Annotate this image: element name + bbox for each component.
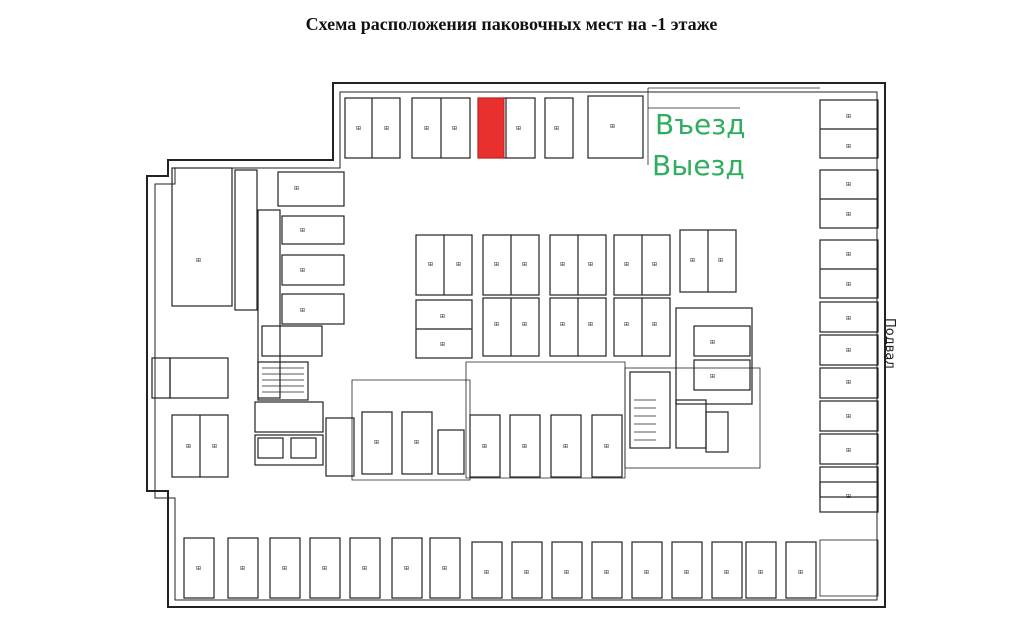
exit-label: Выезд bbox=[652, 149, 745, 182]
svg-text:⊞: ⊞ bbox=[522, 321, 527, 328]
svg-text:⊞: ⊞ bbox=[428, 261, 433, 268]
svg-text:⊞: ⊞ bbox=[604, 569, 609, 576]
basement-label: Подвал bbox=[882, 318, 897, 369]
svg-text:⊞: ⊞ bbox=[196, 565, 201, 572]
svg-text:⊞: ⊞ bbox=[846, 281, 851, 288]
svg-text:⊞: ⊞ bbox=[846, 251, 851, 258]
svg-text:⊞: ⊞ bbox=[624, 261, 629, 268]
svg-text:⊞: ⊞ bbox=[684, 569, 689, 576]
svg-text:⊞: ⊞ bbox=[414, 439, 419, 446]
svg-text:⊞: ⊞ bbox=[624, 321, 629, 328]
svg-text:⊞: ⊞ bbox=[846, 315, 851, 322]
svg-text:⊞: ⊞ bbox=[718, 257, 723, 264]
svg-text:⊞: ⊞ bbox=[846, 181, 851, 188]
left-rooms bbox=[151, 167, 345, 478]
svg-text:⊞: ⊞ bbox=[563, 443, 568, 450]
svg-text:⊞: ⊞ bbox=[374, 439, 379, 446]
svg-text:⊞: ⊞ bbox=[758, 569, 763, 576]
svg-text:⊞: ⊞ bbox=[564, 569, 569, 576]
svg-text:⊞: ⊞ bbox=[724, 569, 729, 576]
svg-text:⊞: ⊞ bbox=[690, 257, 695, 264]
entry-ramp bbox=[647, 87, 820, 165]
outer-wall bbox=[146, 82, 886, 608]
svg-text:⊞: ⊞ bbox=[442, 565, 447, 572]
svg-text:⊞: ⊞ bbox=[240, 565, 245, 572]
svg-text:⊞: ⊞ bbox=[494, 261, 499, 268]
svg-text:⊞: ⊞ bbox=[554, 125, 559, 132]
svg-text:⊞: ⊞ bbox=[798, 569, 803, 576]
svg-text:⊞: ⊞ bbox=[322, 565, 327, 572]
svg-text:⊞: ⊞ bbox=[652, 321, 657, 328]
svg-text:⊞: ⊞ bbox=[282, 565, 287, 572]
stairs bbox=[262, 367, 656, 441]
svg-text:⊞: ⊞ bbox=[846, 113, 851, 120]
svg-text:⊞: ⊞ bbox=[846, 211, 851, 218]
svg-text:⊞: ⊞ bbox=[846, 413, 851, 420]
svg-text:⊞: ⊞ bbox=[384, 125, 389, 132]
svg-text:⊞: ⊞ bbox=[196, 257, 201, 264]
svg-text:⊞: ⊞ bbox=[644, 569, 649, 576]
svg-text:⊞: ⊞ bbox=[846, 379, 851, 386]
svg-text:⊞: ⊞ bbox=[846, 143, 851, 150]
svg-text:⊞: ⊞ bbox=[440, 341, 445, 348]
entry-label: Въезд bbox=[655, 108, 745, 141]
svg-text:⊞: ⊞ bbox=[652, 261, 657, 268]
svg-text:⊞: ⊞ bbox=[710, 373, 715, 380]
parking-center-lower bbox=[415, 297, 671, 359]
svg-text:⊞: ⊞ bbox=[300, 227, 305, 234]
svg-text:⊞: ⊞ bbox=[604, 443, 609, 450]
svg-text:⊞: ⊞ bbox=[294, 185, 299, 192]
svg-text:⊞: ⊞ bbox=[484, 569, 489, 576]
highlighted-parking-spot bbox=[477, 97, 505, 159]
svg-text:⊞: ⊞ bbox=[494, 321, 499, 328]
svg-text:⊞: ⊞ bbox=[710, 339, 715, 346]
svg-text:⊞: ⊞ bbox=[404, 565, 409, 572]
svg-text:⊞: ⊞ bbox=[560, 261, 565, 268]
svg-text:⊞: ⊞ bbox=[846, 347, 851, 354]
parking-center-upper bbox=[415, 229, 737, 296]
diagram-title: Схема расположения паковочных мест на -1… bbox=[305, 14, 718, 34]
parking-middle-lower bbox=[325, 361, 626, 481]
svg-text:⊞: ⊞ bbox=[482, 443, 487, 450]
svg-text:⊞: ⊞ bbox=[356, 125, 361, 132]
svg-text:⊞: ⊞ bbox=[588, 261, 593, 268]
svg-text:⊞: ⊞ bbox=[610, 123, 615, 130]
svg-text:⊞: ⊞ bbox=[186, 443, 191, 450]
parking-row-bottom bbox=[183, 537, 879, 599]
svg-text:⊞: ⊞ bbox=[522, 443, 527, 450]
svg-text:⊞: ⊞ bbox=[560, 321, 565, 328]
parking-row-top bbox=[344, 95, 644, 159]
svg-text:⊞: ⊞ bbox=[212, 443, 217, 450]
svg-text:⊞: ⊞ bbox=[846, 493, 851, 500]
spot-markers: ⊞ ⊞ ⊞ ⊞ ⊞ ⊞ ⊞ ⊞ ⊞ ⊞ ⊞ ⊞ ⊞ ⊞ ⊞ ⊞ ⊞ ⊞ ⊞ ⊞ ⊞ ⊞ ⊞ ⊞ ⊞ ⊞ ⊞… bbox=[186, 113, 851, 576]
svg-text:⊞: ⊞ bbox=[524, 569, 529, 576]
svg-text:⊞: ⊞ bbox=[456, 261, 461, 268]
svg-text:⊞: ⊞ bbox=[846, 447, 851, 454]
parking-column-right bbox=[819, 99, 879, 513]
svg-text:⊞: ⊞ bbox=[300, 267, 305, 274]
svg-text:⊞: ⊞ bbox=[362, 565, 367, 572]
svg-text:⊞: ⊞ bbox=[424, 125, 429, 132]
svg-text:⊞: ⊞ bbox=[516, 125, 521, 132]
svg-text:⊞: ⊞ bbox=[300, 307, 305, 314]
svg-text:⊞: ⊞ bbox=[440, 313, 445, 320]
svg-text:⊞: ⊞ bbox=[452, 125, 457, 132]
inner-wall bbox=[154, 91, 878, 601]
svg-text:⊞: ⊞ bbox=[522, 261, 527, 268]
right-inner-rooms bbox=[624, 307, 761, 469]
svg-text:⊞: ⊞ bbox=[588, 321, 593, 328]
